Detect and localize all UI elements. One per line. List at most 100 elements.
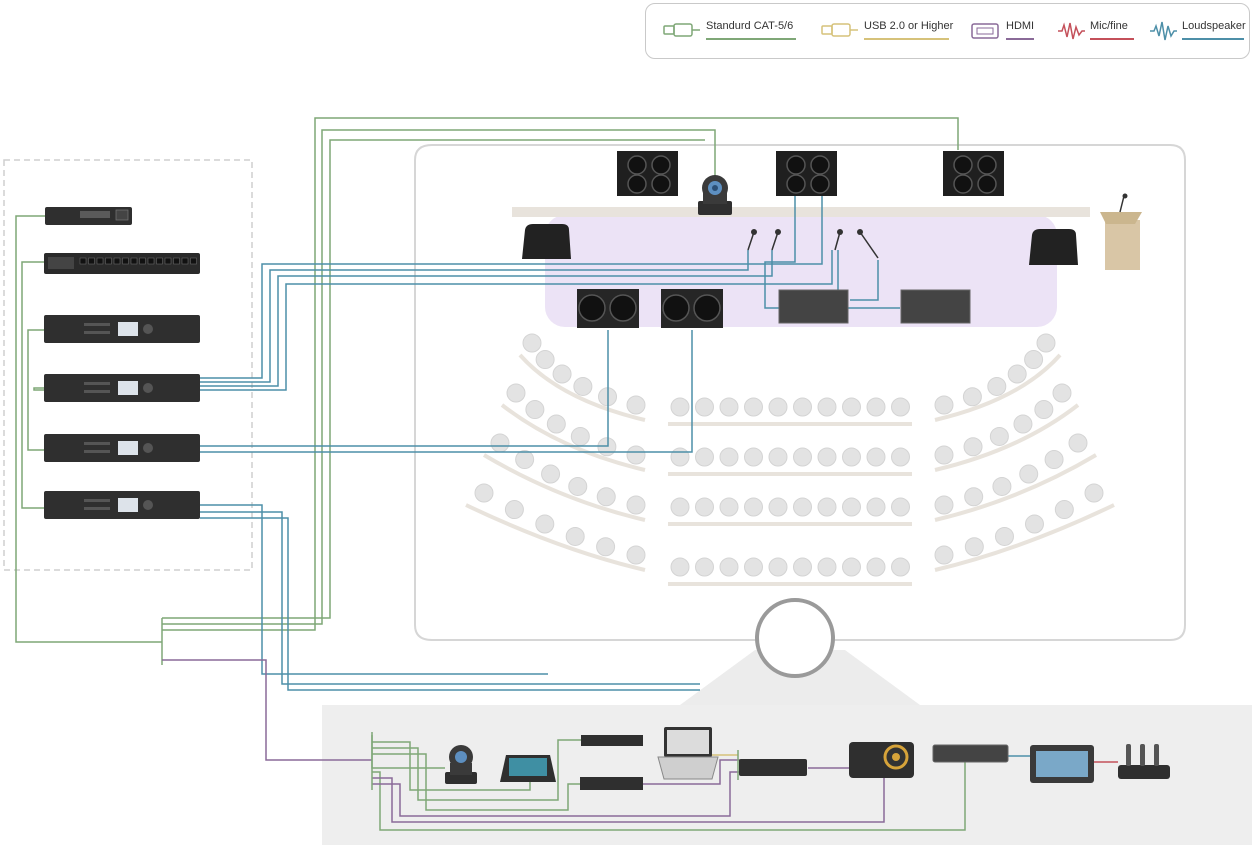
speaker-cable-amp3-b xyxy=(200,330,693,453)
seat xyxy=(552,364,572,384)
seat xyxy=(744,397,763,417)
seat xyxy=(817,557,837,577)
seat xyxy=(1084,483,1104,503)
seat xyxy=(626,495,646,515)
seat xyxy=(670,557,690,577)
seat xyxy=(719,397,739,417)
cat-cable-rack-left-3 xyxy=(27,329,44,451)
seat xyxy=(891,447,910,467)
media-player xyxy=(581,735,643,746)
seat xyxy=(1013,414,1033,434)
seat-row-base-left xyxy=(518,353,646,422)
seat xyxy=(541,464,561,484)
seat xyxy=(573,376,593,396)
seat xyxy=(695,447,714,467)
seat xyxy=(744,557,763,577)
seat xyxy=(989,426,1009,446)
patch-port xyxy=(147,257,155,265)
seat xyxy=(842,447,861,467)
seat xyxy=(670,497,690,517)
seat xyxy=(866,497,886,517)
legend-item-cat: Standurd CAT-5/6 xyxy=(662,16,802,46)
speaker-cable-amp4-b xyxy=(200,511,700,685)
seat xyxy=(695,557,714,577)
stage-mixer-box-left xyxy=(778,289,849,324)
speaker-cable-amp2-d xyxy=(200,250,833,391)
seat xyxy=(934,545,954,565)
amplifier-icon xyxy=(44,374,200,402)
seat xyxy=(793,497,812,517)
seat xyxy=(768,447,788,467)
cat-cable-rack-left-4 xyxy=(33,387,44,391)
patch-port xyxy=(190,257,197,265)
seat xyxy=(568,476,588,496)
loudspeaker-waveform-icon xyxy=(1150,21,1177,41)
seat xyxy=(670,397,690,417)
cat-cable-main-speaker-left xyxy=(162,117,959,631)
seat xyxy=(525,400,545,420)
amplifier-icon xyxy=(44,434,200,462)
seat xyxy=(1052,383,1072,403)
seat xyxy=(994,526,1014,546)
seat xyxy=(817,447,837,467)
seat xyxy=(817,497,837,517)
hdmi-cable-icon xyxy=(971,23,999,39)
patch-port xyxy=(113,257,121,265)
seat-row-base-left xyxy=(482,453,646,522)
patch-port xyxy=(139,257,146,265)
legend-item-spk: Loudspeaker xyxy=(1148,16,1248,46)
ptz-camera-control xyxy=(445,745,477,784)
seat-row-base-left xyxy=(500,403,646,472)
hdmi-cable-projector xyxy=(372,770,885,823)
stage-mixer-box-right xyxy=(900,289,971,324)
legend-item-hdmi: HDMI xyxy=(970,16,1060,46)
stage-speaker-icon xyxy=(617,151,678,196)
seat xyxy=(891,497,910,517)
subwoofer-left xyxy=(577,289,639,328)
cat-cable-camera-stage xyxy=(162,129,716,625)
seat xyxy=(866,397,886,417)
seat xyxy=(934,445,954,465)
amplifier-icon xyxy=(44,491,200,519)
legend: Standurd CAT-5/6 USB 2.0 or Higher HDMI … xyxy=(645,3,1250,59)
usb-cable-icon xyxy=(821,23,858,37)
patch-label xyxy=(48,257,74,269)
hdmi-cable-laptop xyxy=(642,759,740,785)
seat xyxy=(535,350,555,370)
legend-underline-usb xyxy=(864,38,949,40)
seat xyxy=(1044,450,1064,470)
control-cable-laptop xyxy=(372,758,966,831)
wireless-mic-charger xyxy=(1118,744,1170,779)
seat-row-base-left xyxy=(465,503,646,572)
seat xyxy=(719,447,739,467)
seat xyxy=(515,450,535,470)
seat xyxy=(866,557,886,577)
legend-underline-mic xyxy=(1090,38,1134,40)
seat xyxy=(565,526,585,546)
speaker-cable-amp4-a xyxy=(200,504,548,675)
equipment-rack-boundary xyxy=(3,159,253,571)
seat xyxy=(817,397,837,417)
seat xyxy=(596,537,616,557)
dsp-unit xyxy=(580,777,643,790)
seat xyxy=(506,383,526,403)
seat xyxy=(744,447,763,467)
patch-port xyxy=(122,257,129,265)
stage-monitor-left xyxy=(522,224,571,259)
legend-label-hdmi: HDMI xyxy=(1006,20,1035,32)
mic-cable-stage-3 xyxy=(850,260,879,301)
seat xyxy=(934,395,954,415)
seat-row-base-right xyxy=(934,453,1098,522)
seat xyxy=(842,397,861,417)
control-cable-dsp xyxy=(372,753,582,811)
stage-edge xyxy=(512,207,1090,217)
seat xyxy=(1007,364,1027,384)
seat xyxy=(1024,350,1044,370)
seating-area xyxy=(465,333,1115,586)
patch-port xyxy=(181,257,189,265)
seat xyxy=(490,433,510,453)
stage-speaker-icon xyxy=(943,151,1004,196)
microphone-icon xyxy=(747,229,757,251)
hdmi-cable-switch xyxy=(372,771,740,817)
